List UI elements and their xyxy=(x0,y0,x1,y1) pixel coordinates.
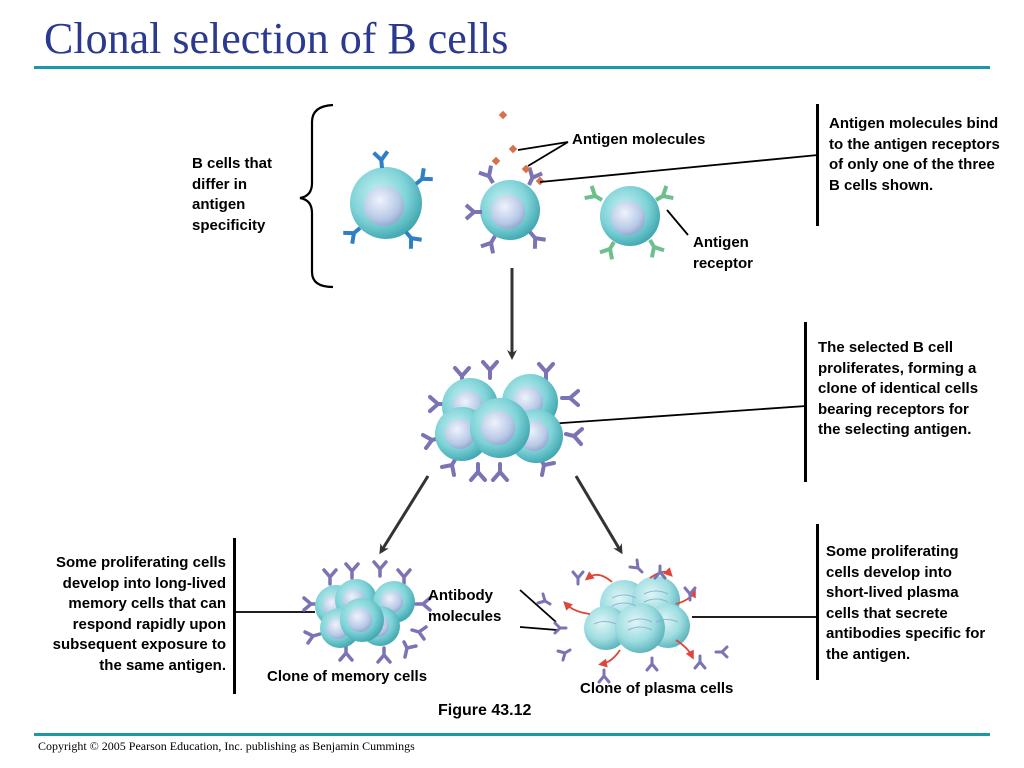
bracket-bars xyxy=(233,104,819,694)
label-clone-memory: Clone of memory cells xyxy=(267,668,428,685)
plasma-cell-clone xyxy=(536,558,729,684)
label-clone-plasma: Clone of plasma cells xyxy=(580,680,734,697)
label-antigen-receptor: Antigen receptor xyxy=(693,234,754,272)
copyright-notice: Copyright © 2005 Pearson Education, Inc.… xyxy=(38,739,415,753)
label-b-cells-differ: B cells that differ in antigen specifici… xyxy=(192,155,273,234)
figure-caption: Figure 43.12 xyxy=(438,702,532,719)
arrow-to-memory xyxy=(379,475,430,555)
label-proliferates: The selected B cell proliferates, formin… xyxy=(818,339,979,438)
title-rule xyxy=(34,66,990,69)
b-cell-blue xyxy=(343,150,433,249)
arrow-to-plasma xyxy=(574,475,623,555)
leader-lines xyxy=(236,141,819,631)
label-memory-desc: Some proliferating cells develop into lo… xyxy=(52,554,226,674)
page-title: Clonal selection of B cells xyxy=(44,14,509,63)
footer-rule xyxy=(34,733,990,736)
label-plasma-desc: Some proliferating cells develop into sh… xyxy=(826,543,986,663)
b-cell-green xyxy=(584,185,674,260)
label-antigen-bind: Antigen molecules bind to the antigen re… xyxy=(829,115,1000,194)
brace xyxy=(299,103,334,289)
proliferating-clone xyxy=(421,360,584,482)
b-cell-selected xyxy=(464,110,546,254)
label-antibody-molecules: Antibody molecules xyxy=(428,587,502,625)
memory-cell-clone xyxy=(302,560,432,664)
label-antigen-molecules: Antigen molecules xyxy=(572,131,706,148)
